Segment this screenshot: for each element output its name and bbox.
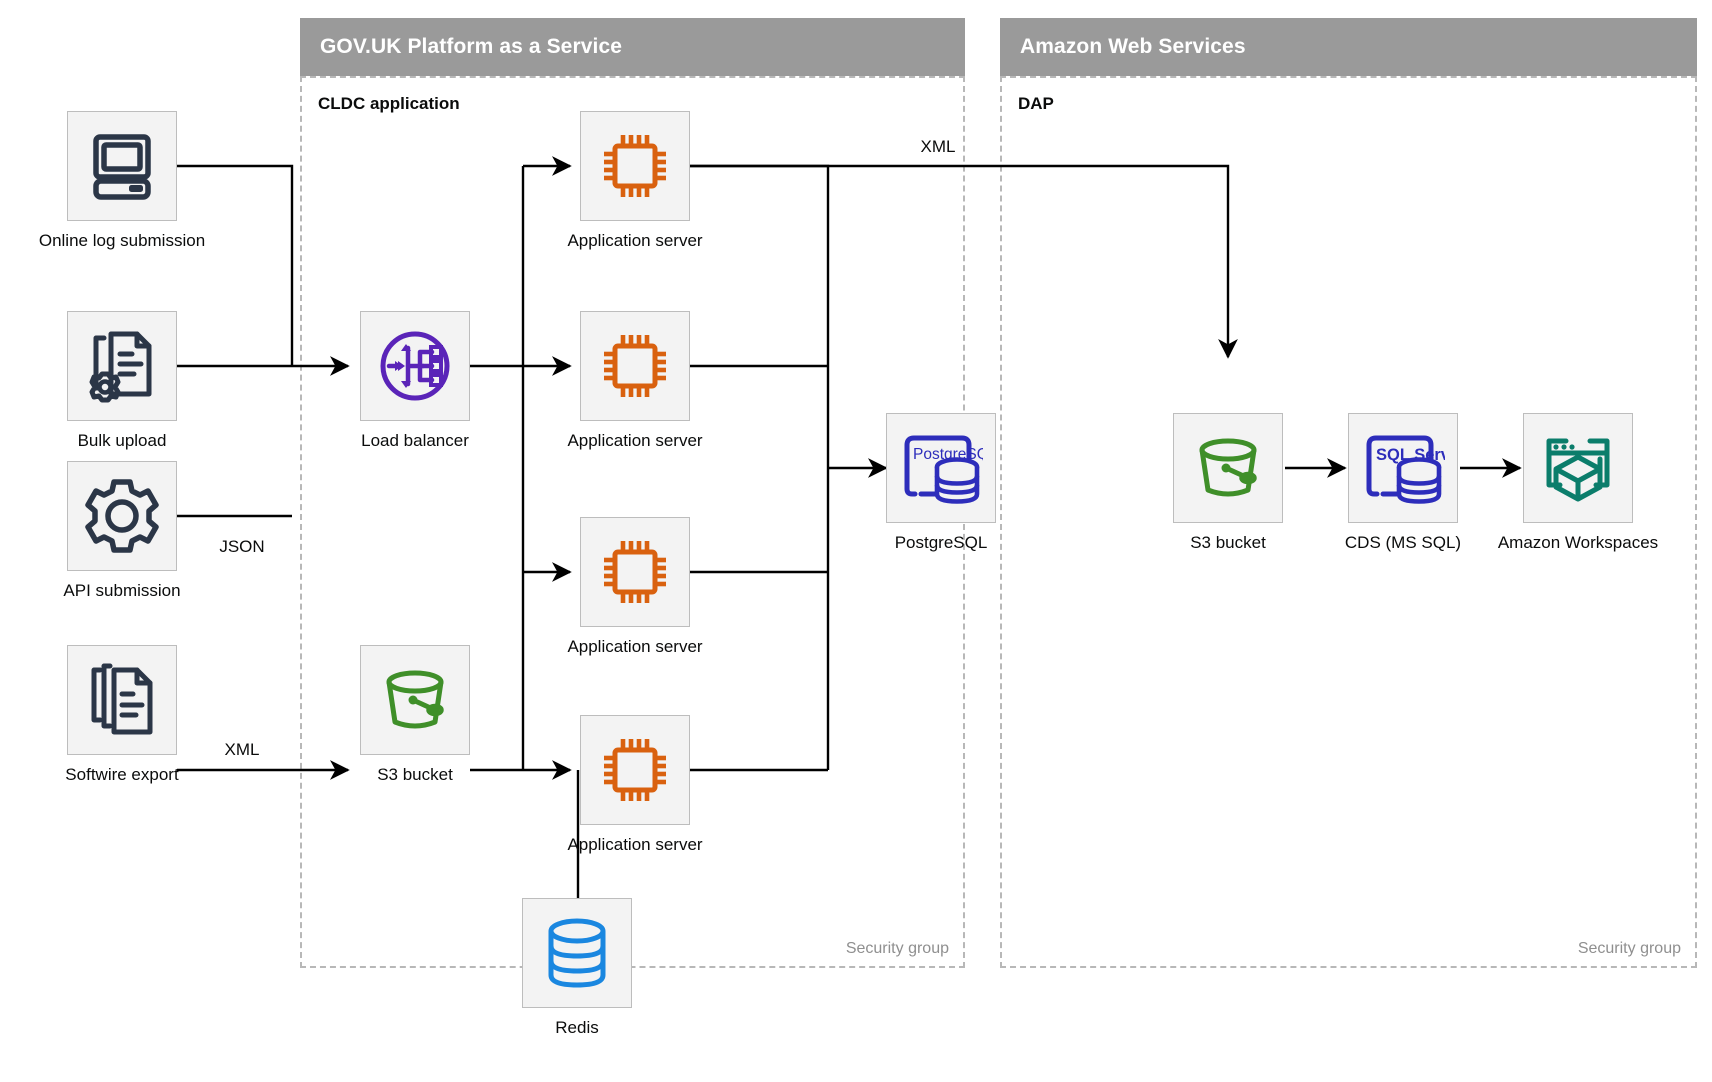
node-s3-bucket-aws[interactable] — [1173, 413, 1283, 523]
node-label-api-submission: API submission — [63, 581, 181, 600]
zone-header-aws: Amazon Web Services — [1000, 18, 1697, 76]
zone-title-aws: Amazon Web Services — [1020, 35, 1246, 58]
cpu-icon — [596, 127, 674, 205]
node-app-server-2[interactable] — [580, 311, 690, 421]
node-app-server-4[interactable] — [580, 715, 690, 825]
node-redis[interactable] — [522, 898, 632, 1008]
load-balancer-icon — [375, 326, 455, 406]
computer-icon — [84, 128, 160, 204]
node-label-bulk-upload: Bulk upload — [77, 431, 167, 450]
workspaces-icon — [1538, 428, 1618, 508]
node-label-s3-bucket-aws: S3 bucket — [1190, 533, 1266, 552]
node-load-balancer[interactable] — [360, 311, 470, 421]
node-label-app-server-2: Application server — [567, 431, 703, 450]
node-label-softwire-export: Softwire export — [65, 765, 179, 784]
node-label-load-balancer: Load balancer — [361, 431, 469, 450]
node-bulk-upload[interactable] — [67, 311, 177, 421]
node-online-log-submission[interactable] — [67, 111, 177, 221]
security-group-aws: Security group — [1000, 76, 1697, 968]
documents-stack-icon — [84, 662, 160, 738]
subzone-label-dap: DAP — [1018, 94, 1054, 113]
node-label-app-server-3: Application server — [567, 637, 703, 656]
node-cds-ms-sql[interactable]: SQL Server — [1348, 413, 1458, 523]
node-label-cds-ms-sql: CDS (MS SQL) — [1344, 533, 1462, 552]
edge-label-xml-source: XML — [220, 740, 264, 760]
postgresql-icon: PostgreSQL — [899, 428, 983, 508]
node-label-s3-bucket-paas: S3 bucket — [377, 765, 453, 784]
document-gear-icon — [84, 328, 160, 404]
node-label-app-server-4: Application server — [567, 835, 703, 854]
cpu-icon — [596, 533, 674, 611]
database-icon — [544, 914, 610, 992]
edge-label-json: JSON — [215, 537, 269, 557]
node-label-postgresql: PostgreSQL — [894, 533, 988, 552]
node-softwire-export[interactable] — [67, 645, 177, 755]
node-app-server-3[interactable] — [580, 517, 690, 627]
cpu-icon — [596, 327, 674, 405]
subzone-label-cldc: CLDC application — [318, 94, 460, 113]
sqlserver-icon: SQL Server — [1361, 428, 1445, 508]
node-label-redis: Redis — [555, 1018, 599, 1037]
bucket-icon — [1188, 428, 1268, 508]
node-label-online-log-submission: Online log submission — [38, 231, 206, 250]
security-group-label-paas: Security group — [845, 940, 949, 957]
node-postgresql[interactable]: PostgreSQL — [886, 413, 996, 523]
node-label-amazon-workspaces: Amazon Workspaces — [1497, 533, 1659, 552]
zone-title-paas: GOV.UK Platform as a Service — [320, 35, 622, 58]
security-group-label-aws: Security group — [1577, 940, 1681, 957]
node-api-submission[interactable] — [67, 461, 177, 571]
cpu-icon — [596, 731, 674, 809]
gear-icon — [83, 477, 161, 555]
edge-label-xml-export: XML — [916, 137, 960, 157]
node-label-app-server-1: Application server — [567, 231, 703, 250]
node-amazon-workspaces[interactable] — [1523, 413, 1633, 523]
node-app-server-1[interactable] — [580, 111, 690, 221]
bucket-icon — [375, 660, 455, 740]
zone-header-paas: GOV.UK Platform as a Service — [300, 18, 965, 76]
node-s3-bucket-paas[interactable] — [360, 645, 470, 755]
